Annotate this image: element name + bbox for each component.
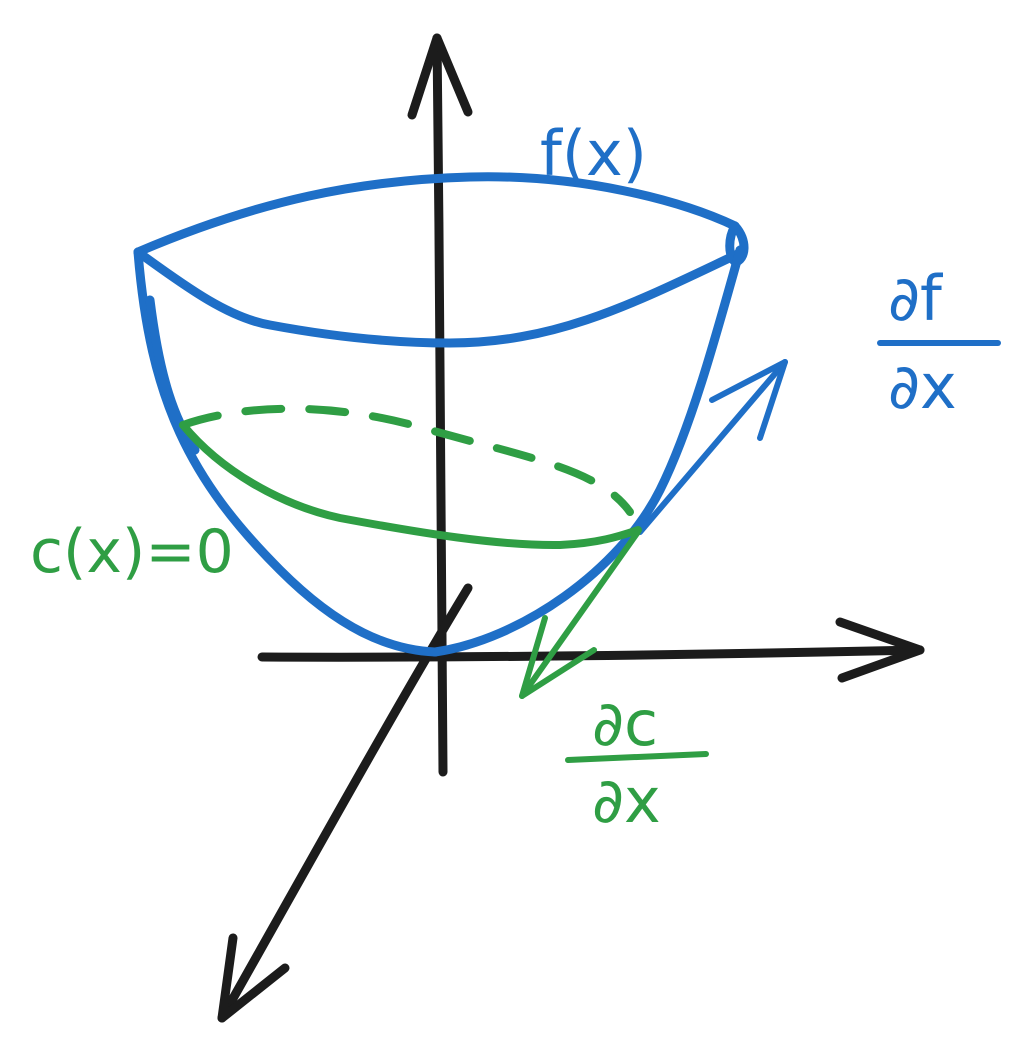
surface-left-side-inner <box>145 295 200 455</box>
grad-c-denominator: ∂x <box>592 764 661 837</box>
surface-rim-front <box>133 247 747 348</box>
horizontal-axis <box>257 645 925 662</box>
grad-f-denominator: ∂x <box>888 350 957 423</box>
constraint-curve <box>179 404 642 550</box>
surface-rim-back <box>133 172 740 257</box>
grad-c-numerator: ∂c <box>592 687 658 760</box>
constraint-curve-back-dashed <box>179 404 634 516</box>
constraint-label: c(x)=0 <box>30 517 234 587</box>
surface-right-side <box>430 245 745 657</box>
grad-f-numerator: ∂f <box>888 262 944 335</box>
grad-c-arrowhead <box>519 615 597 699</box>
horizontal-axis-arrowhead <box>835 617 925 683</box>
depth-axis-arrowhead <box>217 933 290 1023</box>
function-label: f(x) <box>540 117 647 190</box>
grad-c-fraction-bar <box>565 751 709 763</box>
grad-f-arrow <box>637 359 788 535</box>
constraint-curve-front <box>179 421 642 550</box>
paraboloid-surface <box>133 172 749 657</box>
grad-f-arrowhead <box>709 359 788 441</box>
grad-c-arrow <box>519 529 641 699</box>
grad-c-arrow-shaft <box>519 529 641 699</box>
depth-axis <box>217 583 473 1023</box>
grad-f-arrow-shaft <box>637 359 788 535</box>
surface-left-side <box>133 247 440 657</box>
vertical-axis-arrowhead <box>407 33 473 120</box>
axes <box>217 33 925 1023</box>
vertical-axis <box>432 33 448 777</box>
